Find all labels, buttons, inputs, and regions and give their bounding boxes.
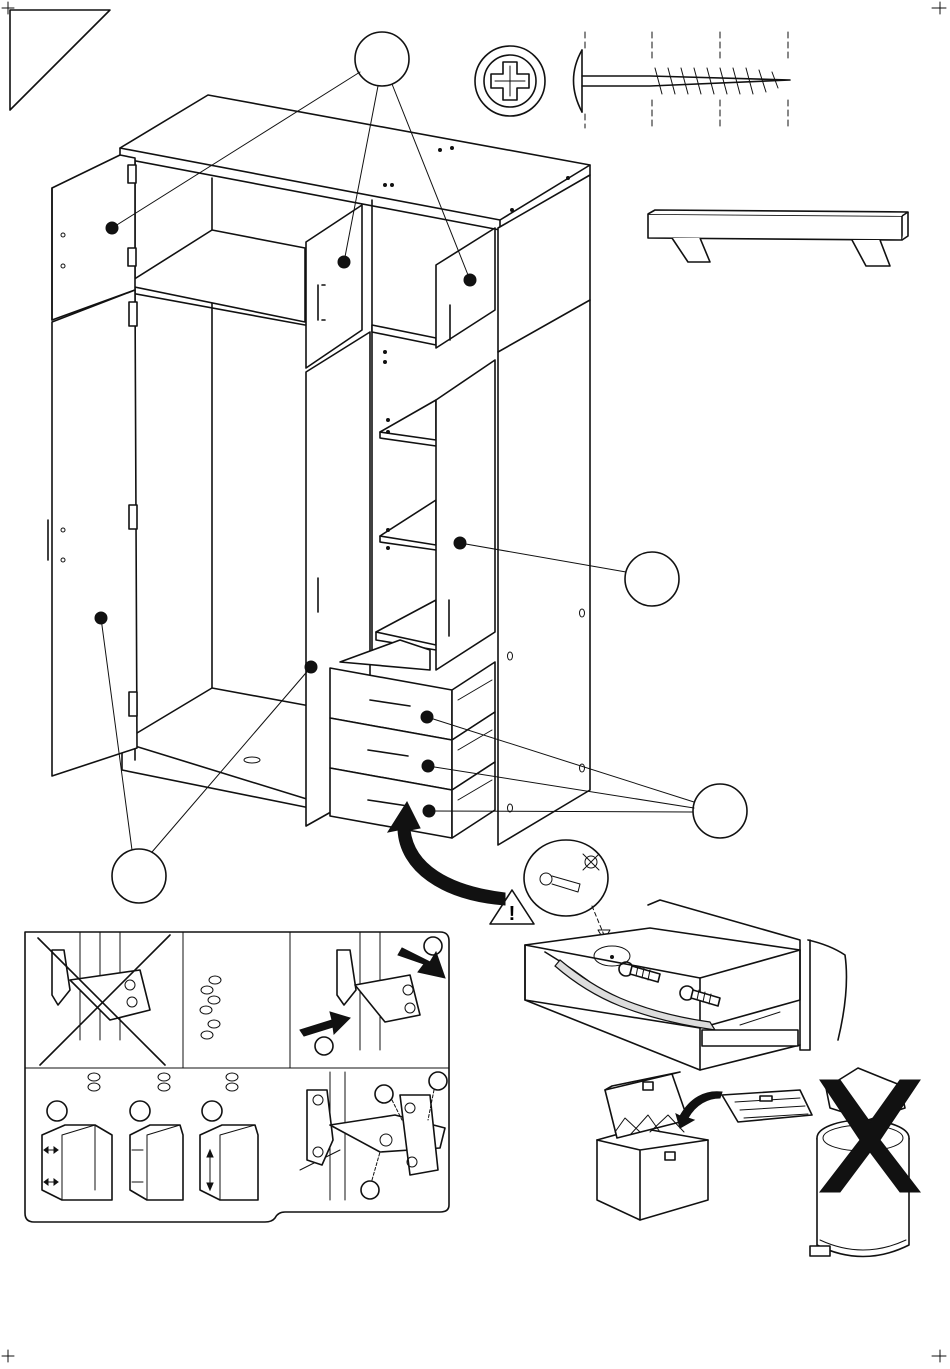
adjust-marks — [200, 976, 221, 1039]
cabinet-mini-3 — [200, 1125, 258, 1200]
screw-side-icon — [574, 32, 791, 128]
phillips-screw-head-icon — [475, 46, 545, 116]
no-trash-icon — [810, 1068, 920, 1257]
file-box-icon — [597, 1072, 812, 1220]
svg-text:!: ! — [509, 903, 516, 925]
step-triangle — [10, 10, 110, 110]
hinge-panel — [25, 932, 449, 1222]
drawer-detail — [525, 900, 846, 1070]
adjust-marks-row — [47, 1073, 238, 1121]
wardrobe — [48, 95, 590, 845]
cabinet-mini-2 — [130, 1125, 183, 1200]
no-screw-bubble — [524, 840, 610, 940]
cabinet-mini-1 — [42, 1125, 112, 1200]
handle-icon — [648, 210, 908, 266]
wrong-hinge-icon — [38, 932, 170, 1065]
hinge-adjust-icon — [300, 932, 445, 1055]
hinge-closeup-icon — [300, 1072, 447, 1200]
